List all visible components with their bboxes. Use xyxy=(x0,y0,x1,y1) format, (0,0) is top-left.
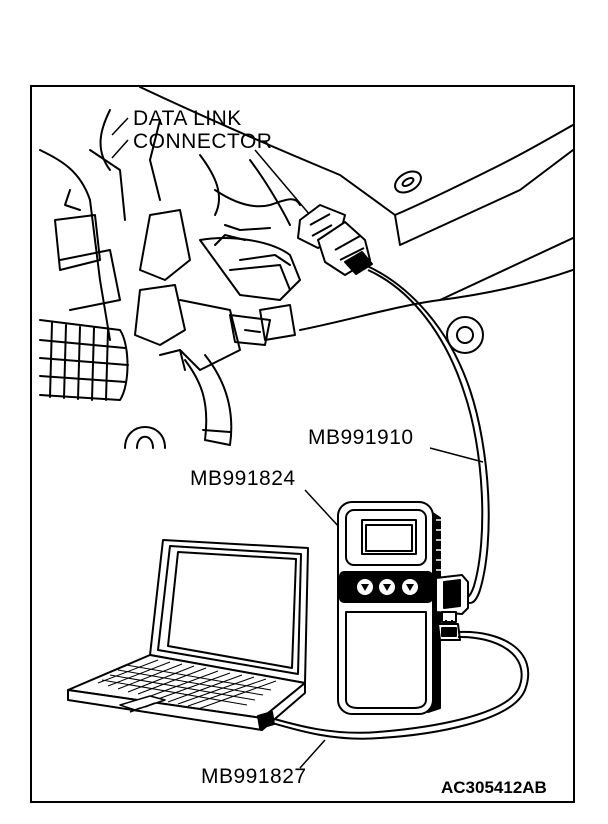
usb-cable-label-mb991827: MB991827 xyxy=(201,765,307,788)
vci-unit xyxy=(337,501,469,715)
figure-code: AC305412AB xyxy=(441,778,547,797)
vci-leader-line xyxy=(304,489,341,529)
usb-cable-leader-line xyxy=(299,739,326,769)
cable-label-mb991910: MB991910 xyxy=(308,426,414,449)
laptop-computer xyxy=(67,539,309,731)
cable-leader-line xyxy=(429,447,484,463)
vci-label-mb991824: MB991824 xyxy=(190,467,296,490)
connector-leader-lines xyxy=(111,117,311,216)
data-link-connector-label-line1: DATA LINK xyxy=(133,107,242,130)
dashboard-underside xyxy=(39,87,573,449)
obd-cable xyxy=(364,264,490,604)
figure-frame xyxy=(30,85,575,803)
data-link-connector xyxy=(297,204,373,276)
data-link-connector-label-line2: CONNECTOR xyxy=(133,130,273,153)
usb-cable xyxy=(261,630,530,740)
